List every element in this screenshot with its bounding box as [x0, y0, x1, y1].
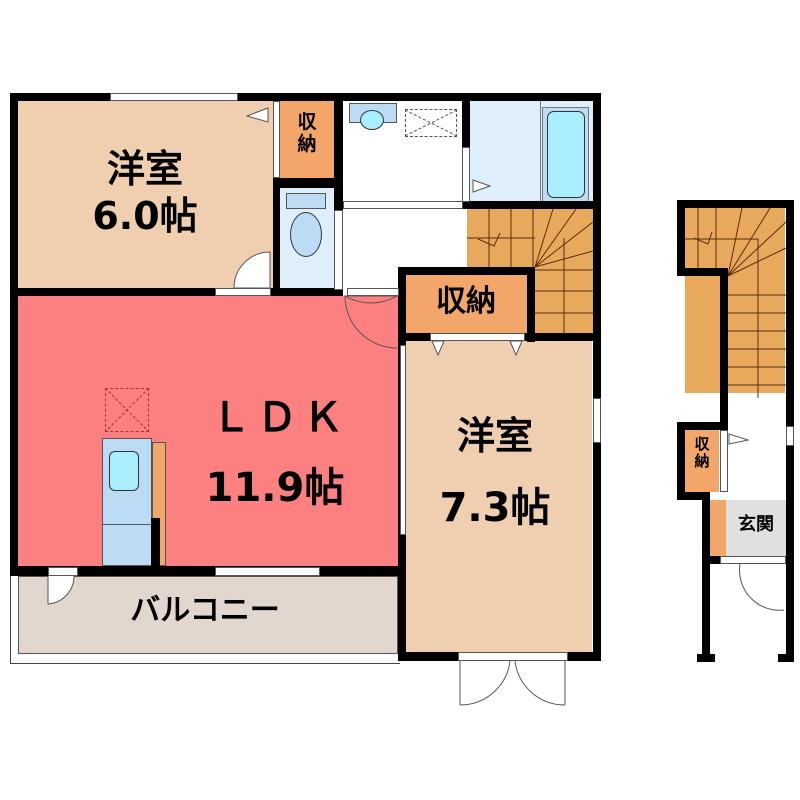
- door-opening: [720, 430, 728, 492]
- wall: [10, 93, 18, 576]
- western-room-6-size: 6.0帖: [92, 194, 198, 238]
- balcony-label: バルコニー: [130, 593, 280, 628]
- storage-closet-2-area: [405, 275, 527, 335]
- wall: [527, 267, 535, 342]
- western-room-7-name: 洋室: [456, 414, 533, 458]
- wall: [334, 101, 343, 296]
- window: [430, 333, 525, 341]
- storage-closet-1-area: [280, 101, 334, 178]
- window: [343, 201, 463, 209]
- wall: [702, 492, 710, 660]
- storage-closet-3-area: [685, 430, 719, 492]
- window: [215, 567, 320, 576]
- wall: [462, 101, 470, 161]
- wall: [398, 267, 406, 342]
- window: [48, 567, 78, 576]
- western-room-7-size: 7.3帖: [439, 485, 551, 531]
- storage-closet-2-label: 収納: [436, 284, 496, 319]
- shoe-cabinet: [710, 500, 726, 558]
- door-opening: [720, 556, 786, 564]
- wall: [677, 422, 685, 500]
- window: [786, 426, 794, 446]
- balcony-area: [18, 576, 398, 654]
- kitchen-wall-stub: [151, 518, 160, 566]
- western-room-6-name: 洋室: [106, 147, 183, 191]
- wall: [273, 178, 343, 188]
- storage-closet-1-label: 収 納: [297, 111, 317, 155]
- western-room-7-area: [406, 340, 592, 652]
- wall: [273, 101, 280, 296]
- storage-closet-3-label: 収 納: [694, 435, 710, 471]
- wall: [677, 422, 728, 430]
- wall: [677, 200, 685, 275]
- ldk-name: ＬＤＫ: [211, 395, 349, 441]
- window: [110, 93, 238, 101]
- bathtub-inner: [547, 111, 585, 198]
- wall: [462, 201, 600, 209]
- wall: [677, 200, 794, 208]
- kitchen-divider-line: [102, 524, 152, 525]
- window: [458, 652, 568, 661]
- window: [273, 101, 280, 178]
- window: [593, 398, 601, 443]
- range-hood-icon: [105, 388, 149, 432]
- toilet-tank-icon: [286, 193, 326, 209]
- wall: [710, 556, 720, 564]
- wall: [677, 492, 710, 500]
- entry-hall-area: [728, 398, 786, 498]
- entrance-label: 玄関: [738, 514, 774, 535]
- wall: [10, 93, 600, 101]
- window: [400, 345, 406, 535]
- wall: [677, 268, 728, 276]
- ldk-size: 11.9帖: [205, 465, 345, 511]
- wall: [778, 654, 794, 662]
- kitchen-sink-icon: [109, 451, 139, 491]
- wall: [697, 654, 715, 662]
- balcony-outline: [10, 576, 400, 664]
- ldk-area: [18, 296, 398, 566]
- washing-machine-pan-icon: [405, 109, 457, 137]
- window: [462, 147, 470, 202]
- wall: [720, 268, 728, 430]
- window: [334, 210, 343, 290]
- bath-divider: [540, 101, 541, 209]
- wall: [398, 267, 535, 275]
- toilet-bowl-icon: [290, 212, 322, 257]
- wash-basin-bowl: [360, 110, 384, 130]
- wall: [10, 288, 340, 296]
- western-room-6-area: [18, 101, 276, 288]
- wall: [10, 566, 400, 576]
- wall: [593, 93, 601, 660]
